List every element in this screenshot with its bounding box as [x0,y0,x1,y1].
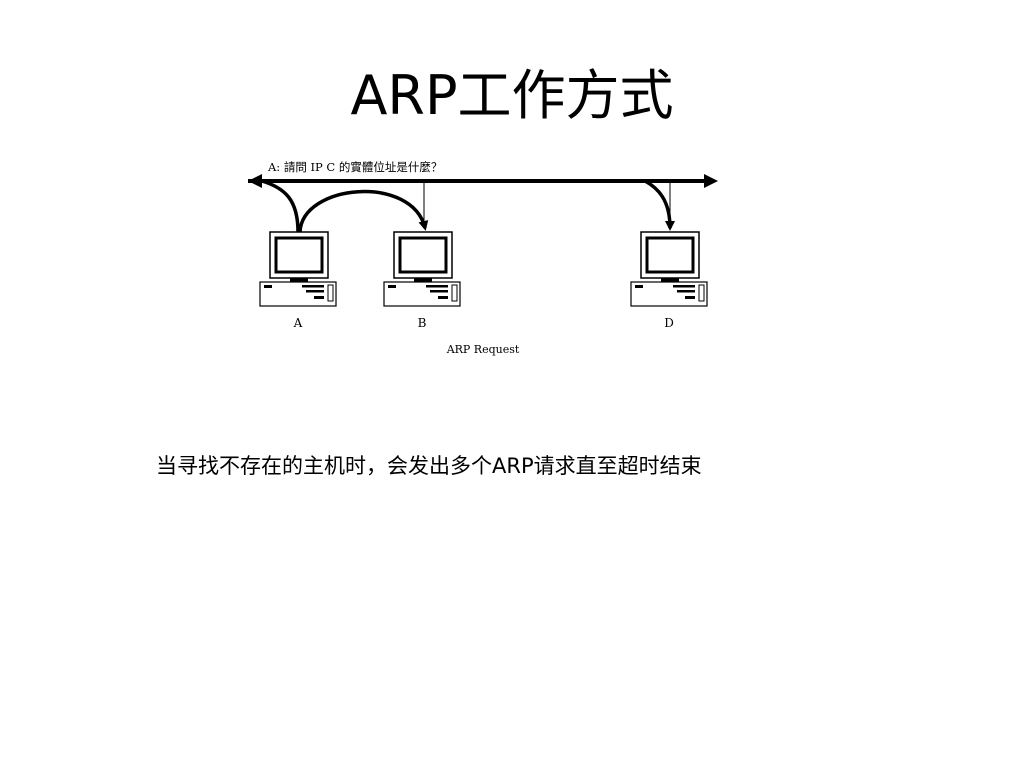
arp-question-text: A: 請問 IP C 的實體位址是什麼？ [267,160,442,174]
host-label-b: B [418,316,427,330]
host-label-a: A [293,316,303,330]
network-bus [248,174,718,188]
arp-request-diagram: A: 請問 IP C 的實體位址是什麼？ A [230,150,730,365]
arrow-a-to-b [298,189,429,233]
computer-b [383,231,461,307]
arrow-bus-to-d [644,179,675,231]
host-label-d: D [664,316,674,330]
arp-diagram-svg: A: 請問 IP C 的實體位址是什麼？ A [248,160,718,356]
computer-d [630,231,708,307]
arrow-a-to-left [261,179,300,233]
bus-arrow-right [704,174,718,188]
slide-caption: 当寻找不存在的主机时，会发出多个ARP请求直至超时结束 [156,454,702,478]
computer-a [259,231,337,307]
slide-title: ARP工作方式 [350,64,674,127]
diagram-caption: ARP Request [446,343,520,356]
broadcast-arrows [261,179,675,233]
bus-arrow-left [248,174,262,188]
